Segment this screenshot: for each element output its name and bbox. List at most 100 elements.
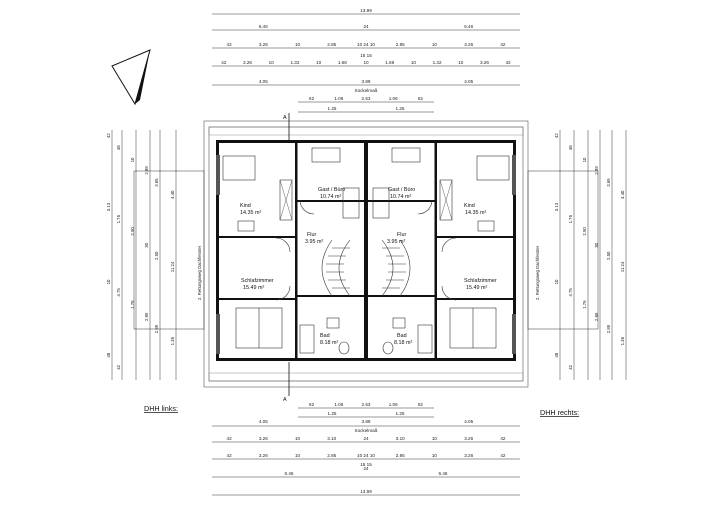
dimension-label: 1.25 — [328, 411, 337, 416]
dimension-label: 6.46 — [439, 471, 448, 476]
room-area: 3.95 m² — [305, 239, 323, 245]
dimension-label: 62 — [309, 402, 315, 407]
dimension-label: 2.85 — [327, 453, 336, 458]
side-dimension-label: 1.36 — [170, 336, 175, 345]
room-name: Bad — [397, 333, 407, 339]
dimension-label: 1.06 — [334, 96, 343, 101]
dimension-label: 10 — [295, 42, 301, 47]
desk-icon — [237, 220, 255, 232]
washbasin-icon — [392, 317, 406, 329]
dimension-label: 13.99 — [360, 8, 372, 13]
dimension-label: 6.46 — [259, 24, 268, 29]
dimension-label: 15 15 — [360, 53, 372, 58]
side-dimension-label: 1.76 — [130, 300, 135, 309]
dimension-label: 42 — [500, 436, 506, 441]
staircase-right — [381, 239, 411, 297]
side-dimension-label: 3.13 — [554, 202, 559, 211]
dimension-label: 42 — [500, 453, 506, 458]
room-name: Schlafzimmer — [464, 278, 497, 284]
dimension-label: 62 — [309, 96, 315, 101]
room-area: 10.74 m² — [320, 194, 341, 200]
dimension-label: 10 — [269, 60, 275, 65]
dimension-label: 3.10 — [396, 436, 405, 441]
dimension-label: 10 — [432, 453, 438, 458]
side-dimension-label: 1.76 — [116, 214, 121, 223]
dimension-label: 1.25 — [396, 411, 405, 416]
dimension-label: 10 — [295, 453, 301, 458]
dimension-label: 1.68 — [385, 60, 394, 65]
side-dimension-label: 1.76 — [582, 300, 587, 309]
room-name: Schlafzimmer — [241, 278, 274, 284]
bottom-dimension-chains — [212, 407, 520, 496]
side-dimension-label: 2.90 — [582, 227, 587, 236]
dimension-label: Sockelmaß — [355, 88, 378, 93]
room-area: 14.35 m² — [240, 210, 261, 216]
dimension-label: 10 — [316, 60, 322, 65]
side-dimension-label: 48 — [116, 145, 121, 150]
dimension-label: 13.99 — [360, 489, 372, 494]
side-dimension-label: 2.50 — [606, 251, 611, 260]
dimension-label: 42 — [506, 60, 512, 65]
side-dimension-label: 3.13 — [106, 202, 111, 211]
side-dimension-label: 10 — [554, 279, 559, 284]
rooms-left: Kind 14.35 m² Gast / Büro 10.74 m² Flur … — [240, 187, 345, 346]
dimension-label: 3.26 — [259, 42, 268, 47]
dimension-label: 3.26 — [243, 60, 252, 65]
section-marker: A — [283, 115, 287, 121]
dimension-label: 42 — [227, 436, 233, 441]
room-area: 3.95 m² — [387, 239, 405, 245]
dimension-label: 10 — [458, 60, 464, 65]
side-dimension-label: 42 — [568, 364, 573, 369]
side-dimension-label: 2.89 — [144, 312, 149, 321]
dimension-label: 10 — [295, 436, 301, 441]
side-dimension-label: 3.65 — [154, 178, 159, 187]
side-dimension-label: 2.89 — [594, 312, 599, 321]
north-arrow-icon — [111, 49, 151, 106]
side-dimension-label: 30 — [594, 242, 599, 247]
side-dimension-label: 11.24 — [170, 261, 175, 272]
side-dimension-label: 42 — [116, 364, 121, 369]
side-dimension-label: 4.40 — [620, 190, 625, 199]
dimension-label: 10 24 10 — [357, 42, 375, 47]
dimension-label: 3.89 — [362, 419, 371, 424]
room-name: Kind — [464, 203, 475, 209]
desk-icon — [477, 220, 495, 232]
dimension-label: 6.46 — [464, 24, 473, 29]
dimension-label: 3.26 — [464, 436, 473, 441]
dimension-label: 4.05 — [464, 419, 473, 424]
side-dimension-label: 2.89 — [606, 324, 611, 333]
rooms-right: Gast / Büro 10.74 m² Kind 14.35 m² Flur … — [387, 187, 497, 346]
room-name: Kind — [240, 203, 251, 209]
side-dimension-label: 4.75 — [116, 288, 121, 297]
room-area: 8.18 m² — [394, 340, 412, 346]
side-note-left: 2. Rettungsweg Dachfenster — [197, 245, 202, 300]
side-dimension-label: 2.89 — [154, 324, 159, 333]
section-marker: A — [283, 397, 287, 403]
side-dimension-label: 10 — [106, 279, 111, 284]
dimension-label: 42 — [221, 60, 227, 65]
dimension-label: 42 — [500, 42, 506, 47]
side-dimension-label: 48 — [554, 352, 559, 357]
side-dimension-label: 4.40 — [170, 190, 175, 199]
dimension-label: 42 — [227, 453, 233, 458]
dimension-label: 1.06 — [389, 402, 398, 407]
dimension-label: 1.68 — [338, 60, 347, 65]
side-dimension-label: 2.50 — [154, 251, 159, 260]
side-dimension-label: 10 — [582, 157, 587, 162]
side-dimension-label: 11.24 — [620, 261, 625, 272]
dimension-label: 3.89 — [362, 79, 371, 84]
dimension-label: 2.53 — [362, 402, 371, 407]
side-dimension-label: 1.36 — [620, 336, 625, 345]
dimension-label: 3.26 — [259, 436, 268, 441]
side-dimension-label: 48 — [106, 352, 111, 357]
dimension-label: 1.06 — [334, 402, 343, 407]
toilet-icon — [338, 341, 350, 355]
bathtub-icon — [417, 324, 433, 354]
room-area: 15.49 m² — [466, 285, 487, 291]
room-name: Bad — [320, 333, 330, 339]
dimension-label: 3.26 — [259, 453, 268, 458]
side-dimension-label: 3.65 — [606, 178, 611, 187]
dimension-label: 1.25 — [396, 106, 405, 111]
room-name: Flur — [397, 232, 406, 238]
dimension-label: 1.25 — [328, 106, 337, 111]
